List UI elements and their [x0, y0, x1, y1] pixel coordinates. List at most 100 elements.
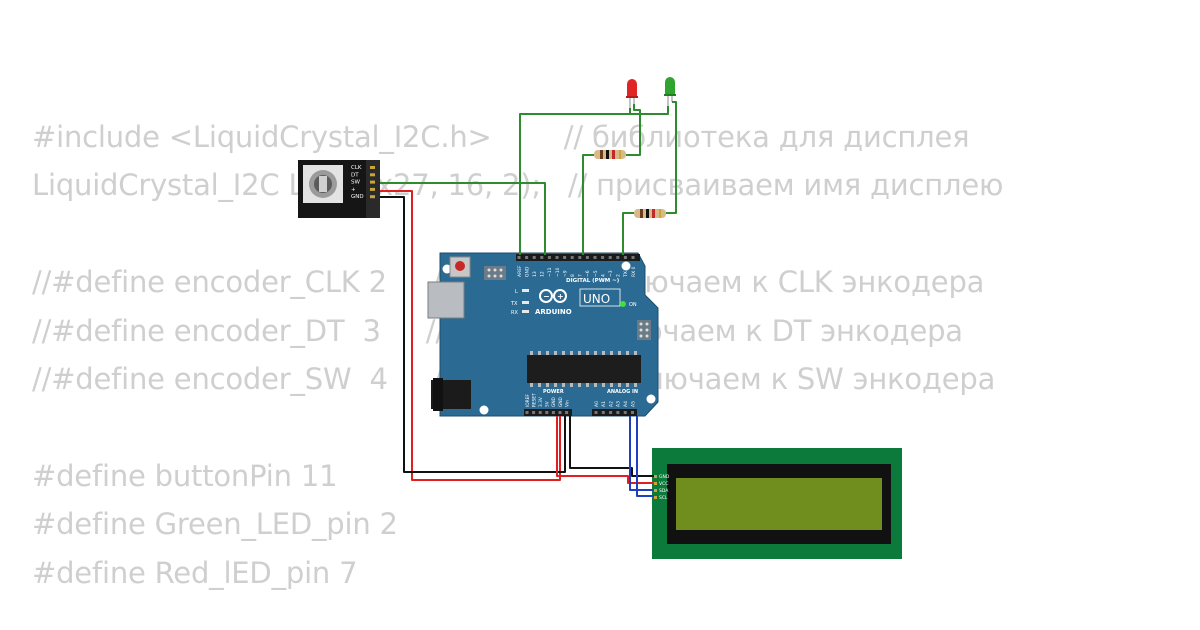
power-pin[interactable] [558, 411, 562, 414]
digital-pin[interactable] [616, 256, 620, 259]
lcd-pin-label: GND [659, 474, 670, 480]
analog-pin[interactable] [631, 411, 634, 414]
chip-pin [570, 383, 573, 387]
arduino-brand: ARDUINO [535, 308, 572, 316]
digital-pin[interactable] [601, 256, 605, 259]
wire-lcd-scl [636, 416, 654, 497]
encoder-pin[interactable] [370, 180, 375, 184]
analog-pin[interactable] [609, 411, 613, 414]
chip-pin [546, 351, 549, 355]
digital-pin[interactable] [555, 256, 559, 259]
on-led [620, 301, 626, 307]
power-pin[interactable] [565, 411, 569, 414]
lcd-pin[interactable] [654, 475, 657, 478]
power-pin[interactable] [551, 411, 555, 414]
wire-lcd-sda [629, 416, 654, 491]
power-pin[interactable] [532, 411, 536, 414]
lcd-pin[interactable] [654, 496, 657, 499]
chip-pin [618, 351, 621, 355]
encoder-pin[interactable] [370, 173, 375, 177]
digital-label: DIGITAL (PWM ~) [566, 278, 620, 284]
tx-led [522, 301, 529, 304]
digital-pin[interactable] [578, 256, 582, 259]
wire-encoder-sw [380, 182, 546, 255]
digital-pin-label: ~10 [555, 267, 561, 277]
analog-pin[interactable] [601, 411, 605, 414]
digital-pin[interactable] [563, 256, 567, 259]
mounting-hole [621, 261, 631, 271]
encoder-pin[interactable] [370, 166, 375, 169]
on-label: ON [629, 302, 637, 308]
encoder-pin-label: GND [351, 194, 364, 200]
power-pin[interactable] [545, 411, 549, 414]
encoder-pin[interactable] [370, 187, 375, 191]
icsp-header-right [637, 320, 651, 340]
digital-pin[interactable] [593, 256, 597, 259]
digital-pin[interactable] [631, 256, 635, 259]
chip-pin [538, 351, 541, 355]
lcd-pin-label: VCC [659, 481, 668, 487]
analog-pin-label: A4 [623, 401, 629, 407]
power-pin[interactable] [538, 411, 542, 414]
chip-pin [634, 351, 637, 355]
chip-pin [602, 383, 605, 387]
wires [380, 101, 677, 497]
digital-pin-label: ~3 [608, 270, 614, 277]
chip-pin [610, 383, 613, 387]
digital-pin[interactable] [585, 256, 589, 259]
wire-pin2-resistor [622, 212, 634, 255]
chip-pin [626, 351, 629, 355]
code-line: #include <LiquidCrystal_I2C.h> // библио… [32, 120, 970, 154]
digital-pin-label: ~9 [562, 270, 568, 277]
power-pin-label: GND [551, 396, 557, 407]
digital-pin-label: 7 [578, 274, 584, 277]
wire-encoder-vcc [380, 190, 561, 481]
analog-pin-label: A0 [594, 401, 600, 407]
icsp-header [484, 266, 506, 280]
digital-pin[interactable] [570, 256, 574, 259]
digital-pin-label: 8 [570, 274, 576, 277]
power-pin-label: RESET [531, 393, 537, 407]
mounting-hole [479, 405, 489, 415]
digital-pin[interactable] [525, 256, 529, 259]
resistor-red-led [594, 150, 626, 159]
code-line: #define Green_LED_pin 2 [32, 507, 398, 542]
wire-red-led-anode [626, 104, 641, 156]
power-pin-label: Vin [564, 400, 570, 407]
chip-pin [530, 383, 533, 387]
arduino-model: UNO [583, 292, 610, 306]
l-label: L [515, 289, 518, 295]
mounting-hole [442, 264, 452, 274]
analog-pin[interactable] [623, 411, 627, 414]
digital-pin[interactable] [517, 256, 521, 259]
chip-pin [586, 383, 589, 387]
chip-pin [530, 351, 533, 355]
digital-pin[interactable] [608, 256, 612, 259]
analog-pin-label: A5 [630, 401, 636, 407]
digital-pin-label: 12 [540, 271, 546, 277]
red-led [626, 79, 638, 108]
lcd-pin[interactable] [654, 482, 657, 485]
analog-pin[interactable] [594, 411, 598, 414]
digital-pin[interactable] [540, 256, 544, 259]
analog-pin-label: A3 [616, 401, 622, 407]
power-pin-label: 3.3V [538, 397, 544, 407]
analog-pin-label: A2 [608, 401, 614, 407]
encoder-pin-label: SW [351, 180, 360, 186]
digital-pin[interactable] [532, 256, 536, 259]
analog-pin[interactable] [616, 411, 620, 414]
digital-pin[interactable] [547, 256, 551, 259]
l-led [522, 289, 529, 292]
lcd-pin[interactable] [654, 489, 657, 492]
power-pin[interactable] [525, 411, 529, 414]
wire-green-led-anode [666, 101, 677, 214]
power-pin-label: GND [558, 396, 564, 407]
code-line: #define Red_lED_pin 7 [32, 555, 358, 590]
svg-text:+: + [557, 292, 564, 301]
encoder-pin[interactable] [370, 195, 375, 199]
digital-pin[interactable] [623, 256, 627, 259]
digital-pin-label: AREF [517, 265, 523, 277]
wire-red-led-cathode [519, 108, 631, 255]
